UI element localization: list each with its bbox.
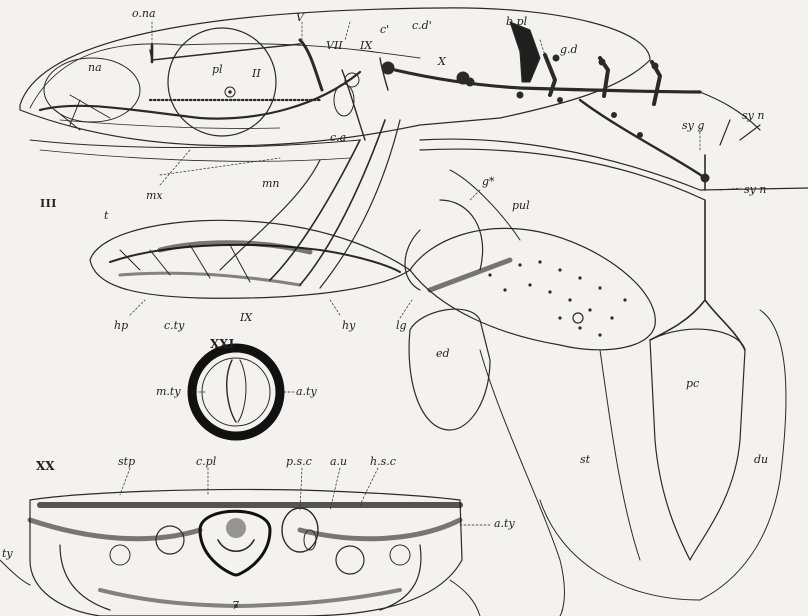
ed-organ xyxy=(409,309,490,430)
label-IX-top: IX xyxy=(360,40,372,51)
branchial-plate-1 xyxy=(510,22,540,82)
label-IX-bottom: IX xyxy=(240,312,252,323)
label-b-pl: b.pl xyxy=(506,16,527,27)
figure-label-XX: XX xyxy=(36,460,55,472)
stomach xyxy=(480,350,564,616)
label-c-d: c.d' xyxy=(412,20,432,31)
label-c-pl: c.pl xyxy=(196,456,216,467)
label-sy-n-mid: sy n xyxy=(744,184,766,195)
label-mn: mn xyxy=(262,178,280,189)
label-m-ty: m.ty xyxy=(156,386,181,397)
label-g-d: g.d xyxy=(560,44,578,55)
lung-dots xyxy=(488,260,626,336)
cross-section-outline xyxy=(30,489,462,616)
label-a-ty-xx: a.ty xyxy=(494,518,515,529)
label-c-a: c.a xyxy=(330,132,346,143)
label-hy: hy xyxy=(342,320,355,331)
figure-label-XXI: XXI xyxy=(210,338,234,350)
label-o-na: o.na xyxy=(132,8,156,19)
label-V: V xyxy=(296,12,304,23)
label-VII: VII xyxy=(326,40,343,51)
lung xyxy=(410,228,655,349)
label-mx: mx xyxy=(146,190,163,201)
maxilla xyxy=(30,140,360,148)
label-h-s-c: h.s.c xyxy=(370,456,396,467)
label-pl: pl xyxy=(212,64,223,75)
label-st: st xyxy=(580,454,590,465)
label-a-u: a.u xyxy=(330,456,347,467)
label-III: III xyxy=(40,198,57,209)
label-ty: ty xyxy=(2,548,13,559)
vagus-trunk xyxy=(395,70,700,92)
braincase-outline xyxy=(30,44,420,108)
label-sy-n-top: sy n xyxy=(742,110,764,121)
label-t: t xyxy=(104,210,108,221)
label-c-ty: c.ty xyxy=(164,320,184,331)
sympathetic-nerve xyxy=(580,100,705,178)
label-stp: stp xyxy=(118,456,135,467)
pc-organ xyxy=(650,329,745,560)
label-hp: hp xyxy=(114,320,128,331)
label-p-s-c: p.s.c xyxy=(286,456,312,467)
label-sy-g: sy g xyxy=(682,120,704,131)
duodenum xyxy=(700,310,786,600)
label-X: X xyxy=(438,56,446,67)
label-pul: pul xyxy=(512,200,530,211)
label-lg: lg xyxy=(396,320,407,331)
label-du: du xyxy=(754,454,768,465)
label-seven: 7 xyxy=(232,600,239,611)
ear-capsule xyxy=(334,84,354,116)
label-g-star: g* xyxy=(482,176,495,187)
label-c-prime: c' xyxy=(380,24,389,35)
label-a-ty-xxi: a.ty xyxy=(296,386,317,397)
label-ed: ed xyxy=(436,348,450,359)
label-II: II xyxy=(252,68,261,79)
label-na: na xyxy=(88,62,102,73)
label-pc: pc xyxy=(686,378,699,389)
